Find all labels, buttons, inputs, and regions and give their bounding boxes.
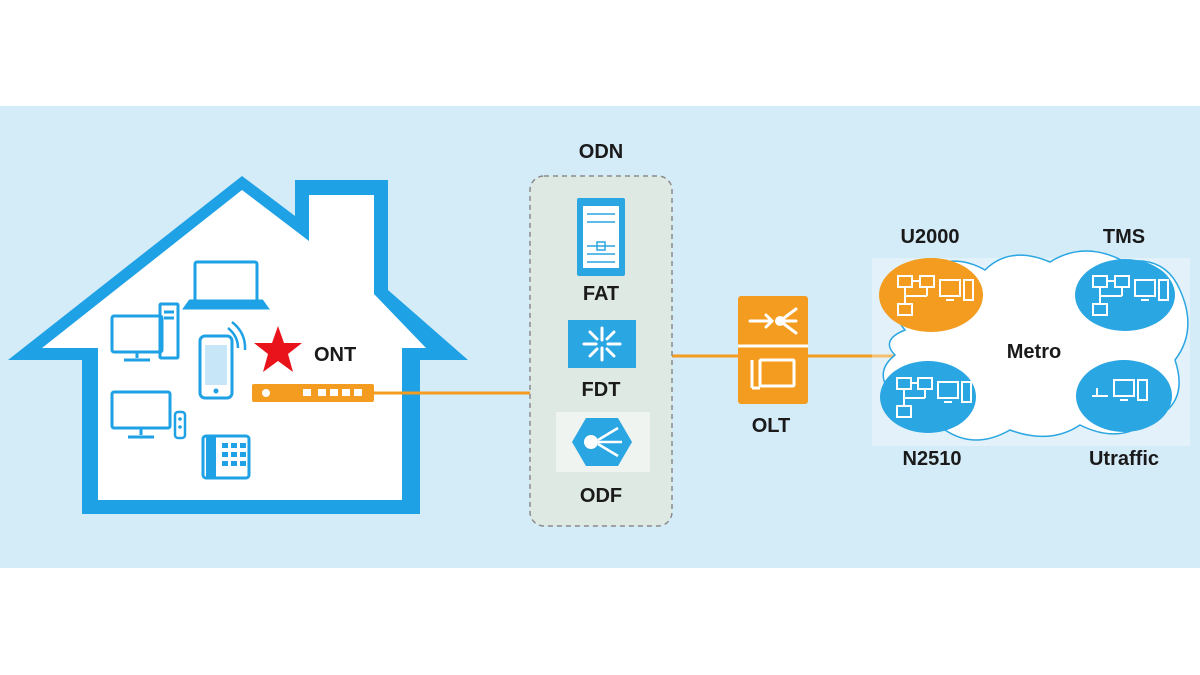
u2000-node-icon bbox=[879, 258, 983, 332]
remote-control-icon bbox=[173, 410, 187, 440]
monitor-icon bbox=[110, 390, 172, 439]
odf-label: ODF bbox=[580, 485, 622, 507]
odn-title: ODN bbox=[579, 141, 623, 163]
fiber-distribution-terminal-icon bbox=[568, 320, 636, 368]
fat-label: FAT bbox=[583, 283, 619, 305]
optical-distribution-frame-icon bbox=[556, 412, 650, 472]
olt-icon bbox=[738, 296, 808, 404]
desktop-computer-icon bbox=[110, 302, 180, 362]
utraffic-label: Utraffic bbox=[1089, 448, 1159, 470]
tms-label: TMS bbox=[1103, 226, 1145, 248]
utraffic-node-icon bbox=[1076, 360, 1172, 432]
n2510-label: N2510 bbox=[903, 448, 962, 470]
tms-node-icon bbox=[1075, 259, 1175, 331]
ont-router-icon bbox=[252, 384, 374, 402]
fdt-label: FDT bbox=[582, 379, 621, 401]
n2510-node-icon bbox=[880, 361, 976, 433]
u2000-label: U2000 bbox=[901, 226, 960, 248]
olt-label: OLT bbox=[752, 415, 791, 437]
red-star-icon bbox=[254, 326, 302, 372]
smartphone-icon bbox=[198, 321, 247, 400]
desk-phone-icon bbox=[201, 434, 251, 480]
metro-label: Metro bbox=[1007, 341, 1061, 363]
ont-label: ONT bbox=[314, 344, 356, 366]
laptop-icon bbox=[182, 260, 270, 310]
fiber-access-terminal-icon bbox=[577, 198, 625, 276]
